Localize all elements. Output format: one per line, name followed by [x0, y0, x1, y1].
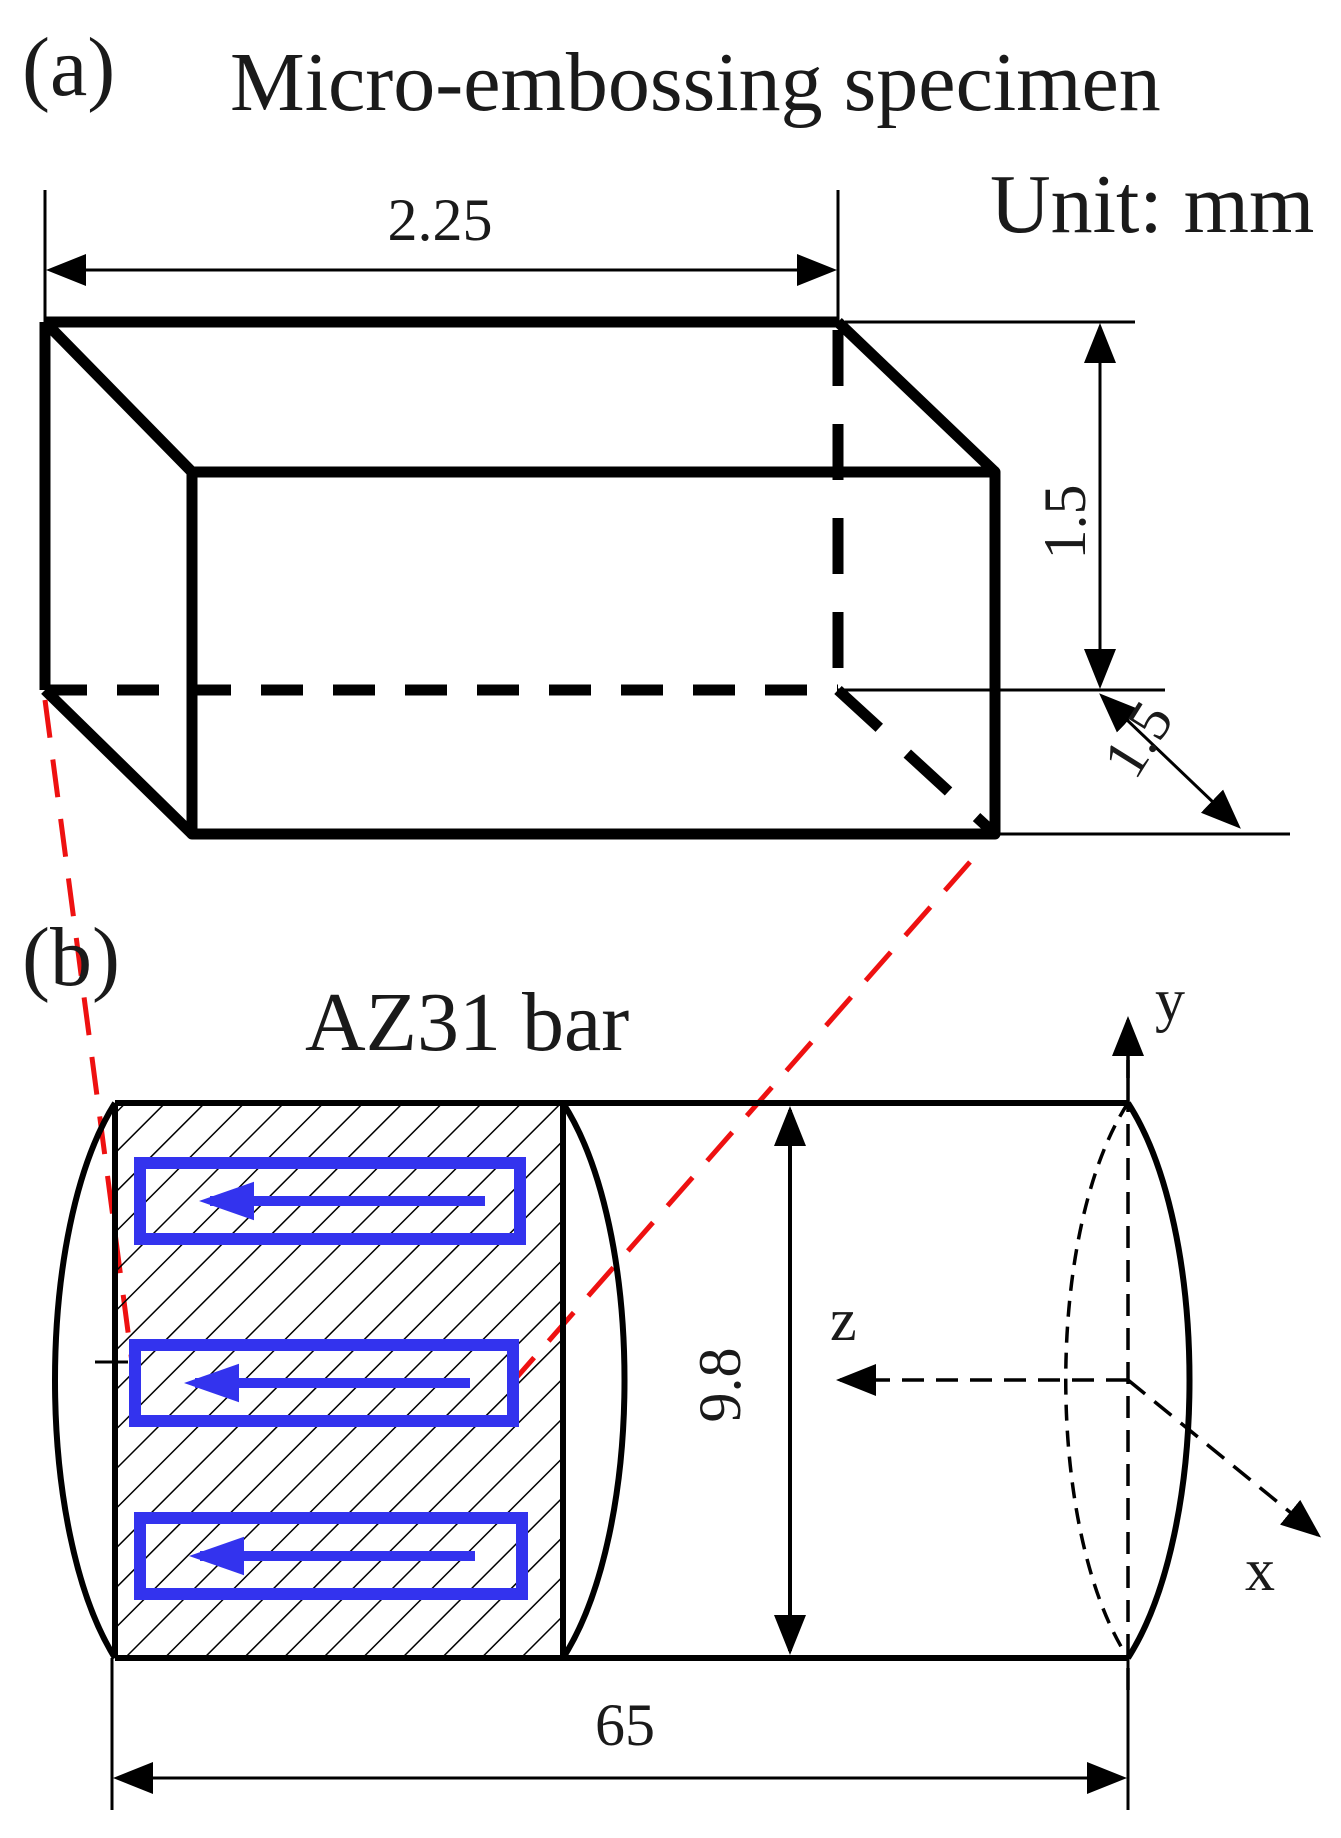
specimen-bottom: [134, 1512, 528, 1600]
coordinate-axes: y z x: [830, 967, 1322, 1690]
dim-length-label: 2.25: [388, 187, 493, 253]
specimen-middle: [129, 1339, 519, 1427]
dimension-diameter: 9.8: [687, 1106, 806, 1655]
unit-label: Unit: mm: [990, 158, 1314, 251]
dim-diameter-label: 9.8: [687, 1348, 753, 1423]
dim-depth-label: 1.5: [1090, 690, 1186, 789]
dimension-depth-a: 1.5: [1000, 690, 1290, 836]
dimension-length-a: 2.25: [43, 187, 840, 322]
dim-length-b-label: 65: [595, 1692, 655, 1758]
specimen-cuboid: [39, 316, 1001, 840]
axis-y-label: y: [1155, 967, 1185, 1033]
panel-a-title: Micro-embossing specimen: [230, 36, 1161, 129]
axis-x-label: x: [1245, 1537, 1275, 1603]
specimen-top: [134, 1157, 526, 1245]
axis-z-label: z: [830, 1287, 857, 1353]
panel-b-title: AZ31 bar: [305, 976, 629, 1069]
dimension-height-a: 1.5: [838, 320, 1165, 692]
specimen-outlines: [129, 1157, 528, 1600]
dimension-length-b: 65: [110, 1658, 1130, 1810]
dim-height-label: 1.5: [1032, 485, 1098, 560]
panel-b-tag: (b): [22, 911, 120, 1004]
panel-a-tag: (a): [22, 21, 115, 114]
